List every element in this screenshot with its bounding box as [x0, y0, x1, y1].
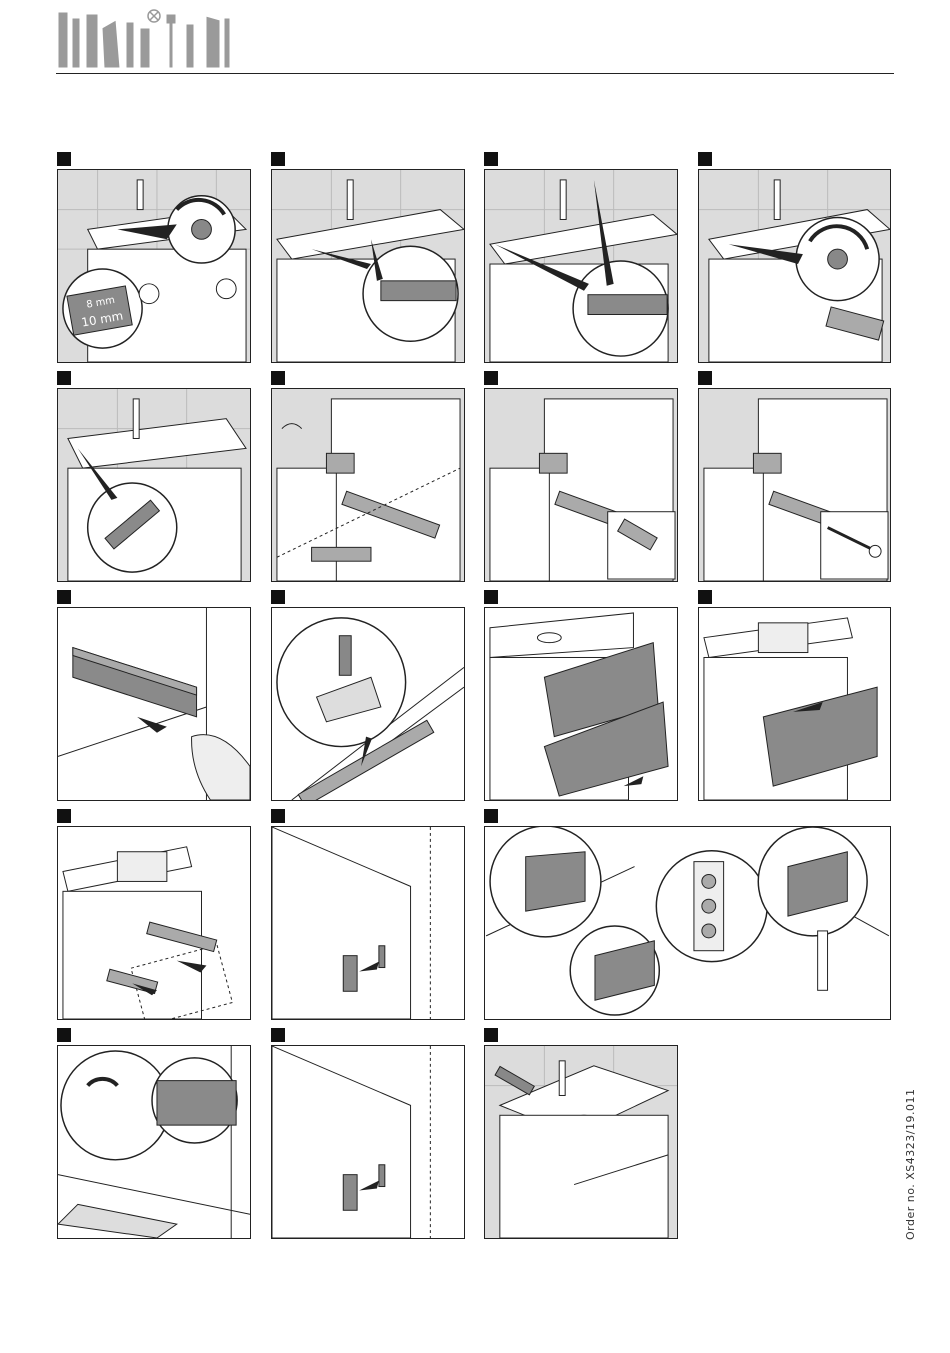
step-13-illustration: [57, 826, 251, 1020]
step-7-illustration: [484, 388, 678, 582]
ruler-icon: [186, 24, 194, 68]
step-5-illustration: [57, 388, 251, 582]
step-marker-4: [698, 152, 712, 166]
header-rule: [56, 73, 894, 74]
step-8-illustration: [698, 388, 891, 582]
step-15-illustration: [484, 826, 891, 1020]
step-marker-3: [484, 152, 498, 166]
step-2-illustration: [271, 169, 465, 363]
level-icon: [58, 12, 68, 68]
step-marker-8: [698, 371, 712, 385]
step-marker-11: [484, 590, 498, 604]
step-marker-9: [57, 590, 71, 604]
wrench-icon: [166, 14, 176, 68]
step-marker-2: [271, 152, 285, 166]
step-marker-10: [271, 590, 285, 604]
step-6-illustration: [271, 388, 465, 582]
step-11-illustration: [484, 607, 678, 801]
step-marker-7: [484, 371, 498, 385]
step-marker-6: [271, 371, 285, 385]
step-10-illustration: [271, 607, 465, 801]
step-1-illustration: 10 mm 8 mm: [57, 169, 251, 363]
step-marker-14: [271, 809, 285, 823]
step-marker-12: [698, 590, 712, 604]
glue-icon: [206, 16, 220, 68]
step-marker-15: [484, 809, 498, 823]
tools-logo: [56, 8, 236, 72]
step-3-illustration: [484, 169, 678, 363]
step-16-illustration: [57, 1045, 251, 1239]
step-9-illustration: [57, 607, 251, 801]
step-14-illustration: [271, 826, 465, 1020]
step-marker-18: [484, 1028, 498, 1042]
step-18-illustration: [484, 1045, 678, 1239]
step-17-illustration: [271, 1045, 465, 1239]
step-marker-1: [57, 152, 71, 166]
screwdriver-icon: [126, 22, 134, 68]
step-marker-17: [271, 1028, 285, 1042]
step-marker-13: [57, 809, 71, 823]
step-marker-16: [57, 1028, 71, 1042]
step-12-illustration: [698, 607, 891, 801]
step-marker-5: [57, 371, 71, 385]
drill-icon: [86, 14, 98, 68]
order-number: Order no. XS4323/19.011: [904, 1089, 917, 1240]
step-4-illustration: [698, 169, 891, 363]
